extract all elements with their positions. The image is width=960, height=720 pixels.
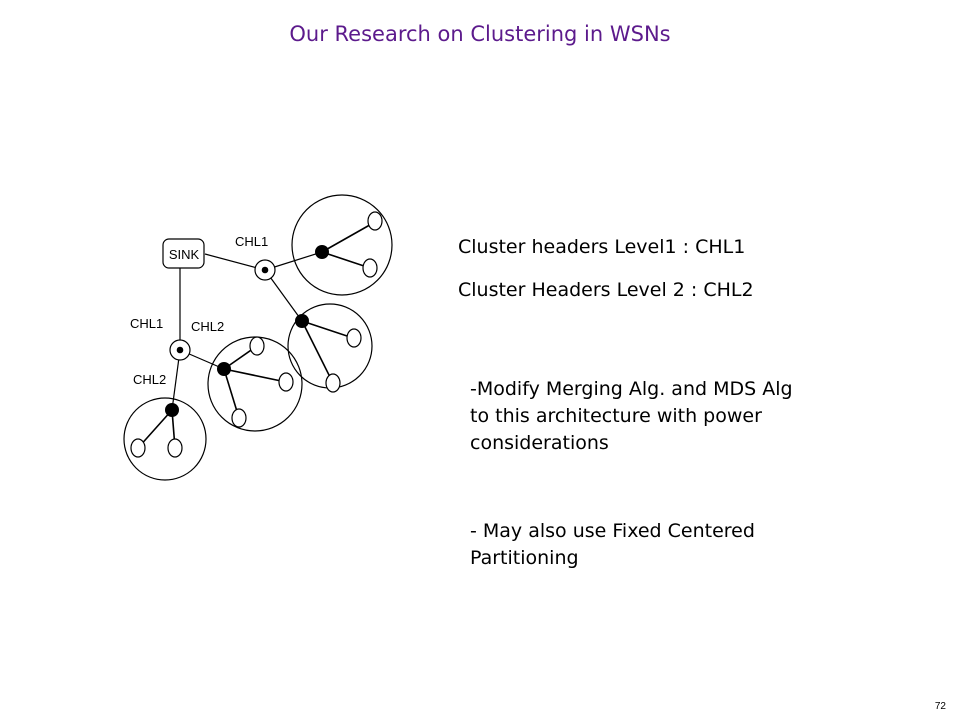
note2-line2: Partitioning	[470, 547, 579, 569]
member-node	[367, 211, 383, 231]
definition-chl1: Cluster headers Level1 : CHL1	[458, 236, 746, 258]
member-node	[278, 372, 294, 392]
note1-line1: -Modify Merging Alg. and MDS Alg	[470, 378, 793, 400]
cluster-head-top	[315, 245, 329, 259]
label-chl2-bottom: CHL2	[133, 372, 166, 387]
member-node	[325, 373, 341, 393]
label-chl1-left: CHL1	[130, 316, 163, 331]
member-node	[167, 438, 183, 458]
cluster-head-bottom	[165, 403, 179, 417]
label-chl1-top: CHL1	[235, 234, 268, 249]
member-node	[346, 328, 362, 348]
cluster-head-right	[295, 314, 309, 328]
note1-line3: considerations	[470, 432, 609, 454]
cluster-circle-top	[291, 194, 393, 296]
member-node	[249, 336, 265, 356]
note2-line1: - May also use Fixed Centered	[470, 520, 755, 542]
label-chl2-middle: CHL2	[191, 319, 224, 334]
cluster-head-middle	[217, 362, 231, 376]
member-node	[231, 408, 247, 428]
chl1-relay-node-left	[169, 339, 191, 361]
sink-node	[162, 238, 205, 269]
member-node	[362, 258, 378, 278]
note1-line2: to this architecture with power	[470, 405, 762, 427]
definition-chl2: Cluster Headers Level 2 : CHL2	[458, 279, 754, 301]
slide-title: Our Research on Clustering in WSNs	[289, 22, 671, 46]
chl1-relay-node-top	[254, 259, 276, 281]
sink-label: SINK	[169, 247, 200, 262]
page-number: 72	[934, 701, 946, 712]
member-node	[130, 438, 146, 458]
cluster-circle-bottom	[123, 397, 207, 481]
